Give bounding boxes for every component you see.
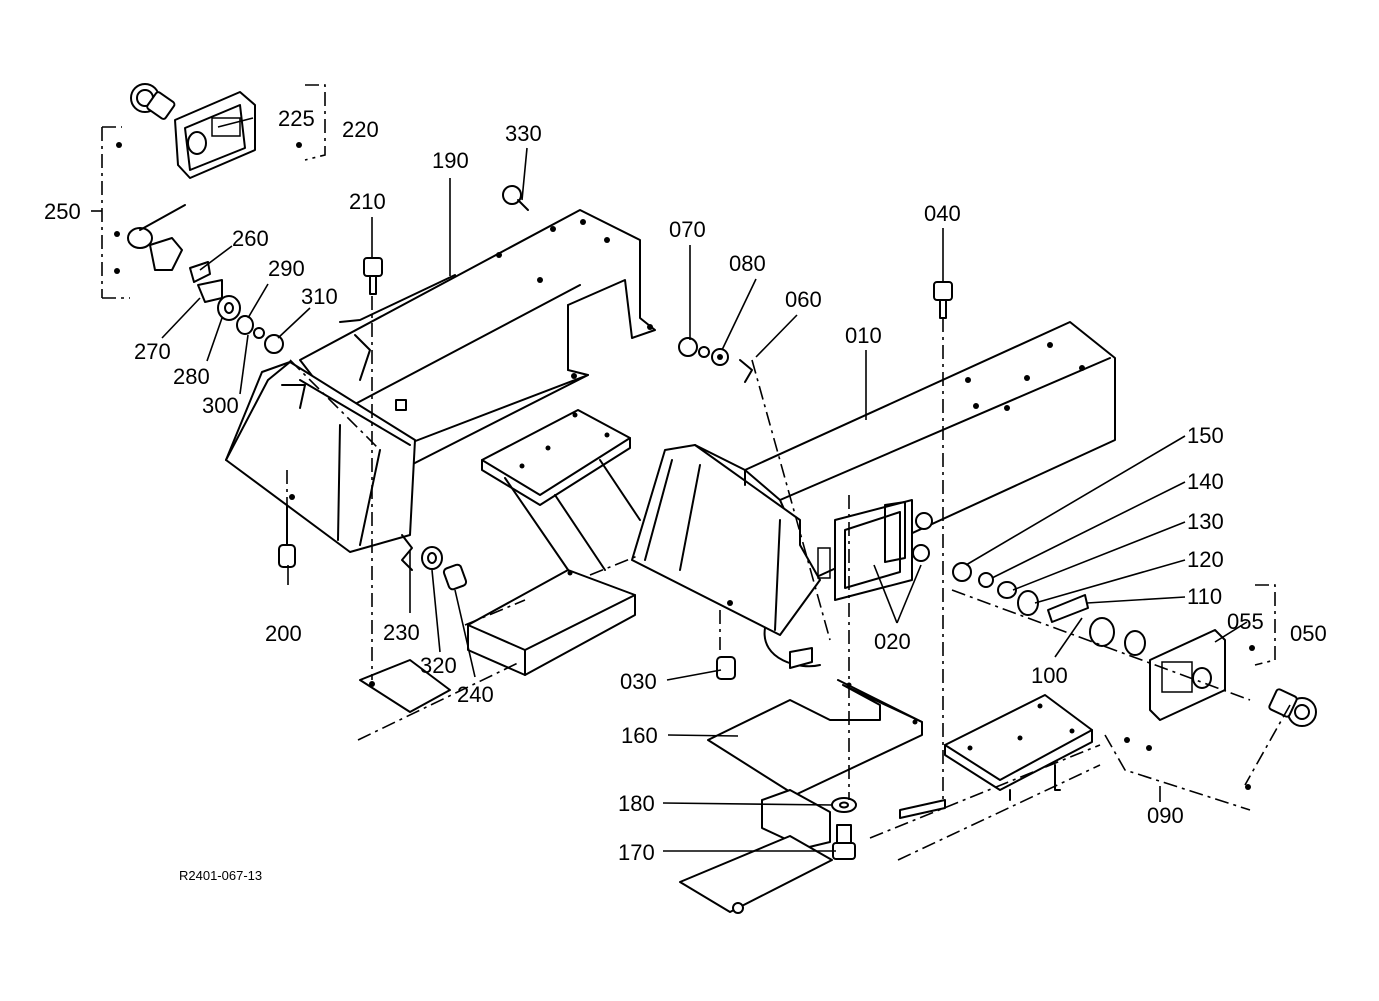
washer-320-bolt-240	[401, 534, 468, 591]
callout-070: 070	[669, 217, 706, 242]
drawing-code: R2401-067-13	[179, 868, 262, 883]
side-cover-right	[631, 444, 831, 636]
washer-180-bolt-170	[831, 797, 857, 860]
callout-110: 110	[1187, 584, 1222, 609]
callout-320: 320	[420, 653, 457, 678]
callout-300: 300	[202, 393, 239, 418]
callout-120: 120	[1187, 547, 1224, 572]
bracket-frame-190	[299, 209, 656, 469]
callout-180: 180	[618, 791, 655, 816]
floor-plate-160	[707, 627, 923, 796]
leader-lines	[91, 117, 1248, 852]
callout-240: 240	[457, 682, 494, 707]
callout-150: 150	[1187, 423, 1224, 448]
callout-225: 225	[278, 106, 315, 131]
callout-060: 060	[785, 287, 822, 312]
callout-260: 260	[232, 226, 269, 251]
center-lines	[101, 84, 1291, 811]
callout-050: 050	[1290, 621, 1327, 646]
callout-170: 170	[618, 840, 655, 865]
callout-250: 250	[44, 199, 81, 224]
callout-010: 010	[845, 323, 882, 348]
foot-plate-left	[357, 659, 521, 741]
callout-330: 330	[505, 121, 542, 146]
callout-130: 130	[1187, 509, 1224, 534]
bolt-040	[933, 281, 953, 319]
callout-280: 280	[173, 364, 210, 389]
key-switch-right-050	[952, 562, 1317, 727]
callout-200: 200	[265, 621, 302, 646]
callout-055: 055	[1227, 609, 1264, 634]
reference-dots	[114, 142, 1255, 790]
bolt-330	[502, 185, 529, 211]
key-switch-left-250	[127, 83, 284, 354]
key-switch-panel-020	[834, 499, 933, 601]
callout-040: 040	[924, 201, 961, 226]
nut-washer-070-080	[678, 337, 753, 383]
floor-plate-lower	[679, 744, 1101, 914]
bolt-210	[363, 257, 383, 295]
callout-270: 270	[134, 339, 171, 364]
knob-030	[716, 656, 736, 680]
callout-020: 020	[874, 629, 911, 654]
callout-090: 090	[1147, 803, 1184, 828]
step-bracket-right	[899, 694, 1093, 819]
callout-290: 290	[268, 256, 305, 281]
callout-190: 190	[432, 148, 469, 173]
callout-100: 100	[1031, 663, 1068, 688]
callout-030: 030	[620, 669, 657, 694]
callout-labels: 225 220 250 330 190 210 260 290 310 270 …	[44, 106, 1327, 883]
callout-140: 140	[1187, 469, 1224, 494]
callout-160: 160	[621, 723, 658, 748]
callout-220: 220	[342, 117, 379, 142]
callout-080: 080	[729, 251, 766, 276]
step-bracket-left	[467, 409, 641, 676]
callout-210: 210	[349, 189, 386, 214]
callout-230: 230	[383, 620, 420, 645]
side-cover-left	[225, 334, 416, 553]
callout-310: 310	[301, 284, 338, 309]
